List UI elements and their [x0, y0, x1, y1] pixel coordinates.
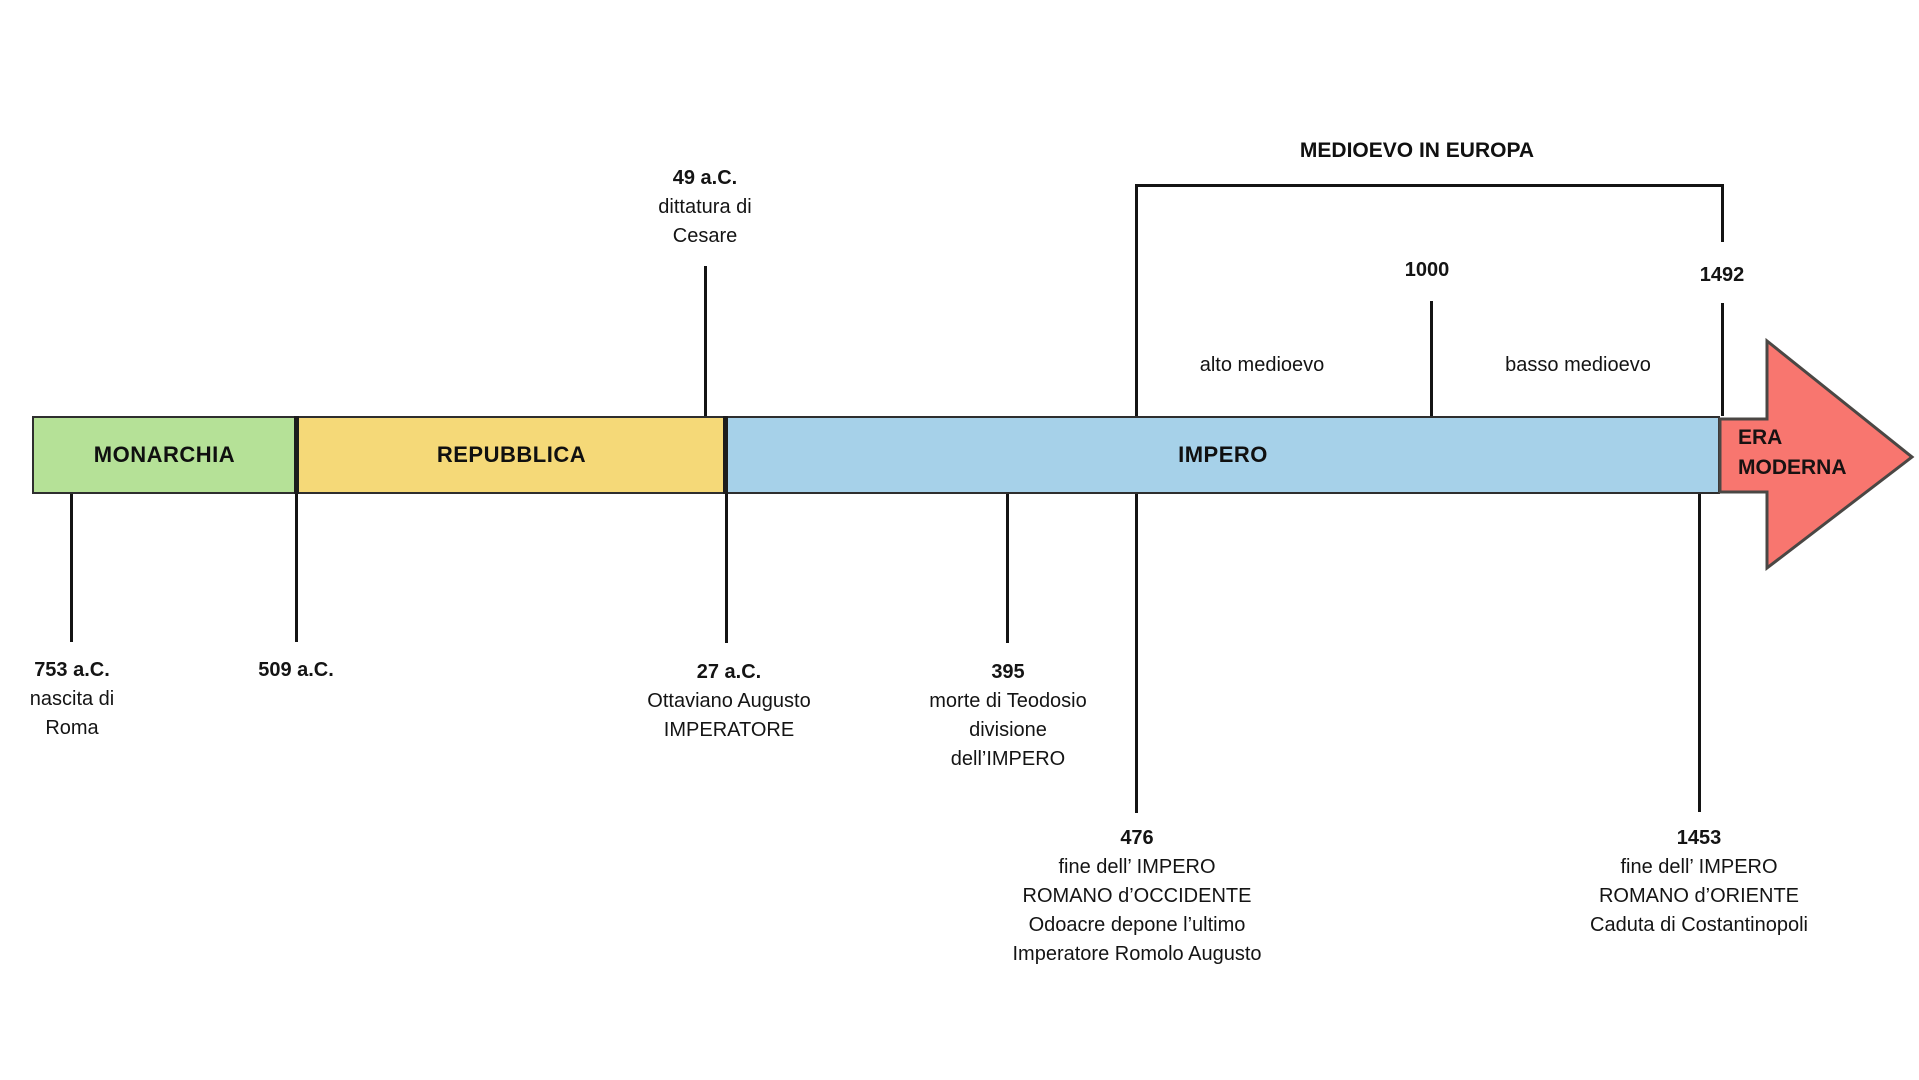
era-moderna-arrow	[1718, 337, 1915, 572]
event-509-year: 509 a.C.	[258, 659, 334, 681]
event-753-text2: Roma	[45, 717, 99, 739]
segment-impero: IMPERO	[726, 416, 1720, 494]
era-moderna-label: ERA MODERNA	[1738, 423, 1847, 483]
medioevo-bracket-left-line	[1135, 184, 1138, 416]
year-1492-label: 1492	[1699, 264, 1745, 286]
event-476-text3: Odoacre depone l’ultimo	[1028, 914, 1246, 936]
event-753-text1: nascita di	[29, 688, 115, 710]
event-476-label: 476 fine dell’ IMPERO ROMANO d’OCCIDENTE…	[1012, 824, 1261, 969]
event-395-tick	[1006, 494, 1009, 643]
event-27-text1: Ottaviano Augusto	[647, 690, 811, 712]
segment-monarchia: MONARCHIA	[32, 416, 297, 494]
segment-repubblica-label: REPUBBLICA	[436, 442, 587, 467]
event-27-label: 27 a.C. Ottaviano Augusto IMPERATORE	[647, 658, 810, 745]
medioevo-bracket-right-stub	[1721, 184, 1724, 242]
event-753-tick	[70, 494, 73, 642]
event-27-text2: IMPERATORE	[663, 719, 795, 741]
segment-divider-509	[294, 416, 299, 494]
event-49ac-label: 49 a.C. dittatura di Cesare	[658, 164, 751, 251]
event-476-text2: ROMANO d’OCCIDENTE	[1022, 885, 1252, 907]
event-49ac-text1: dittatura di	[658, 196, 752, 218]
event-49ac-year: 49 a.C.	[672, 167, 738, 189]
medioevo-bracket-horizontal	[1135, 184, 1724, 187]
event-395-text1: morte di Teodosio	[929, 690, 1087, 712]
event-476-text1: fine dell’ IMPERO	[1058, 856, 1216, 878]
event-753-label: 753 a.C. nascita di Roma	[30, 656, 115, 743]
basso-medioevo-label: basso medioevo	[1505, 354, 1651, 376]
event-27-year: 27 a.C.	[696, 661, 762, 683]
medioevo-title: MEDIOEVO IN EUROPA	[1299, 139, 1535, 162]
event-395-year: 395	[991, 661, 1025, 683]
year-1000-label: 1000	[1404, 259, 1450, 281]
event-509-label: 509 a.C.	[258, 656, 334, 685]
year-1000-tick	[1430, 301, 1433, 416]
event-1453-year: 1453	[1676, 827, 1722, 849]
segment-monarchia-label: MONARCHIA	[93, 442, 236, 467]
event-27-tick	[725, 494, 728, 643]
era-moderna-label-line2: MODERNA	[1738, 456, 1847, 479]
event-509-tick	[295, 494, 298, 642]
event-1453-text3: Caduta di Costantinopoli	[1590, 914, 1808, 936]
alto-medioevo-label: alto medioevo	[1199, 354, 1325, 376]
event-753-year: 753 a.C.	[34, 659, 110, 681]
event-1453-text2: ROMANO d’ORIENTE	[1598, 885, 1800, 907]
segment-impero-label: IMPERO	[1178, 442, 1268, 467]
event-476-tick	[1135, 494, 1138, 813]
segment-repubblica: REPUBBLICA	[297, 416, 726, 494]
event-476-year: 476	[1120, 827, 1154, 849]
event-49ac-tick	[704, 266, 707, 416]
segment-divider-27	[723, 416, 728, 494]
event-1453-tick	[1698, 494, 1701, 812]
event-395-text2: divisione	[969, 719, 1047, 741]
event-49ac-text2: Cesare	[672, 225, 738, 247]
event-1453-text1: fine dell’ IMPERO	[1620, 856, 1778, 878]
event-476-text4: Imperatore Romolo Augusto	[1012, 943, 1262, 965]
event-395-label: 395 morte di Teodosio divisione dell’IMP…	[929, 658, 1087, 774]
year-1492-tick	[1721, 303, 1724, 416]
era-moderna-label-line1: ERA	[1738, 426, 1783, 449]
event-395-text3: dell’IMPERO	[950, 748, 1066, 770]
event-1453-label: 1453 fine dell’ IMPERO ROMANO d’ORIENTE …	[1590, 824, 1808, 940]
